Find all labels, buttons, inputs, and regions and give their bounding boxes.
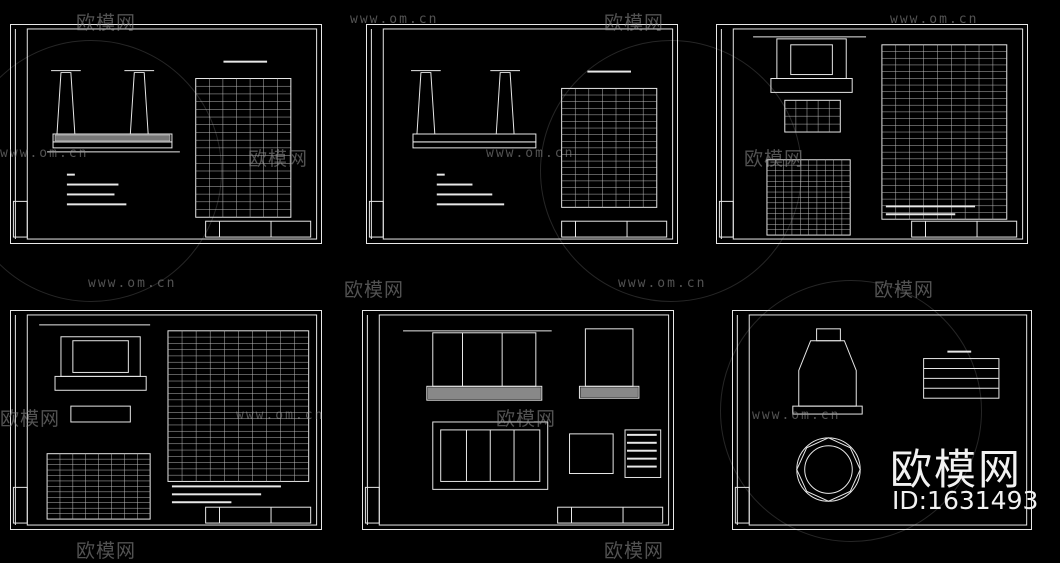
drawing-retaining-wall-2 [368,28,674,240]
sheet-4[interactable] [10,310,322,530]
watermark-id: ID:1631493 [892,486,1039,515]
drawing-retaining-wall-1 [12,28,318,240]
drawing-septic-tank [364,314,670,526]
drawing-culvert-reinforcement [12,314,318,526]
sheet-1[interactable] [10,24,322,244]
drawing-culvert-detail [718,28,1024,240]
sheet-2[interactable] [366,24,678,244]
watermark-url: www.om.cn [88,276,177,291]
sheet-5[interactable] [362,310,674,530]
drawing-manhole [734,314,1028,526]
watermark-logo: 欧模网 [874,279,935,301]
watermark-logo: 欧模网 [344,279,405,301]
sheet-3[interactable] [716,24,1028,244]
watermark-logo: 欧模网 [604,540,665,562]
watermark-big-logo: 欧模网 [890,445,1023,494]
watermark-logo: 欧模网 [76,540,137,562]
watermark-url: www.om.cn [618,276,707,291]
sheet-6[interactable] [732,310,1032,530]
